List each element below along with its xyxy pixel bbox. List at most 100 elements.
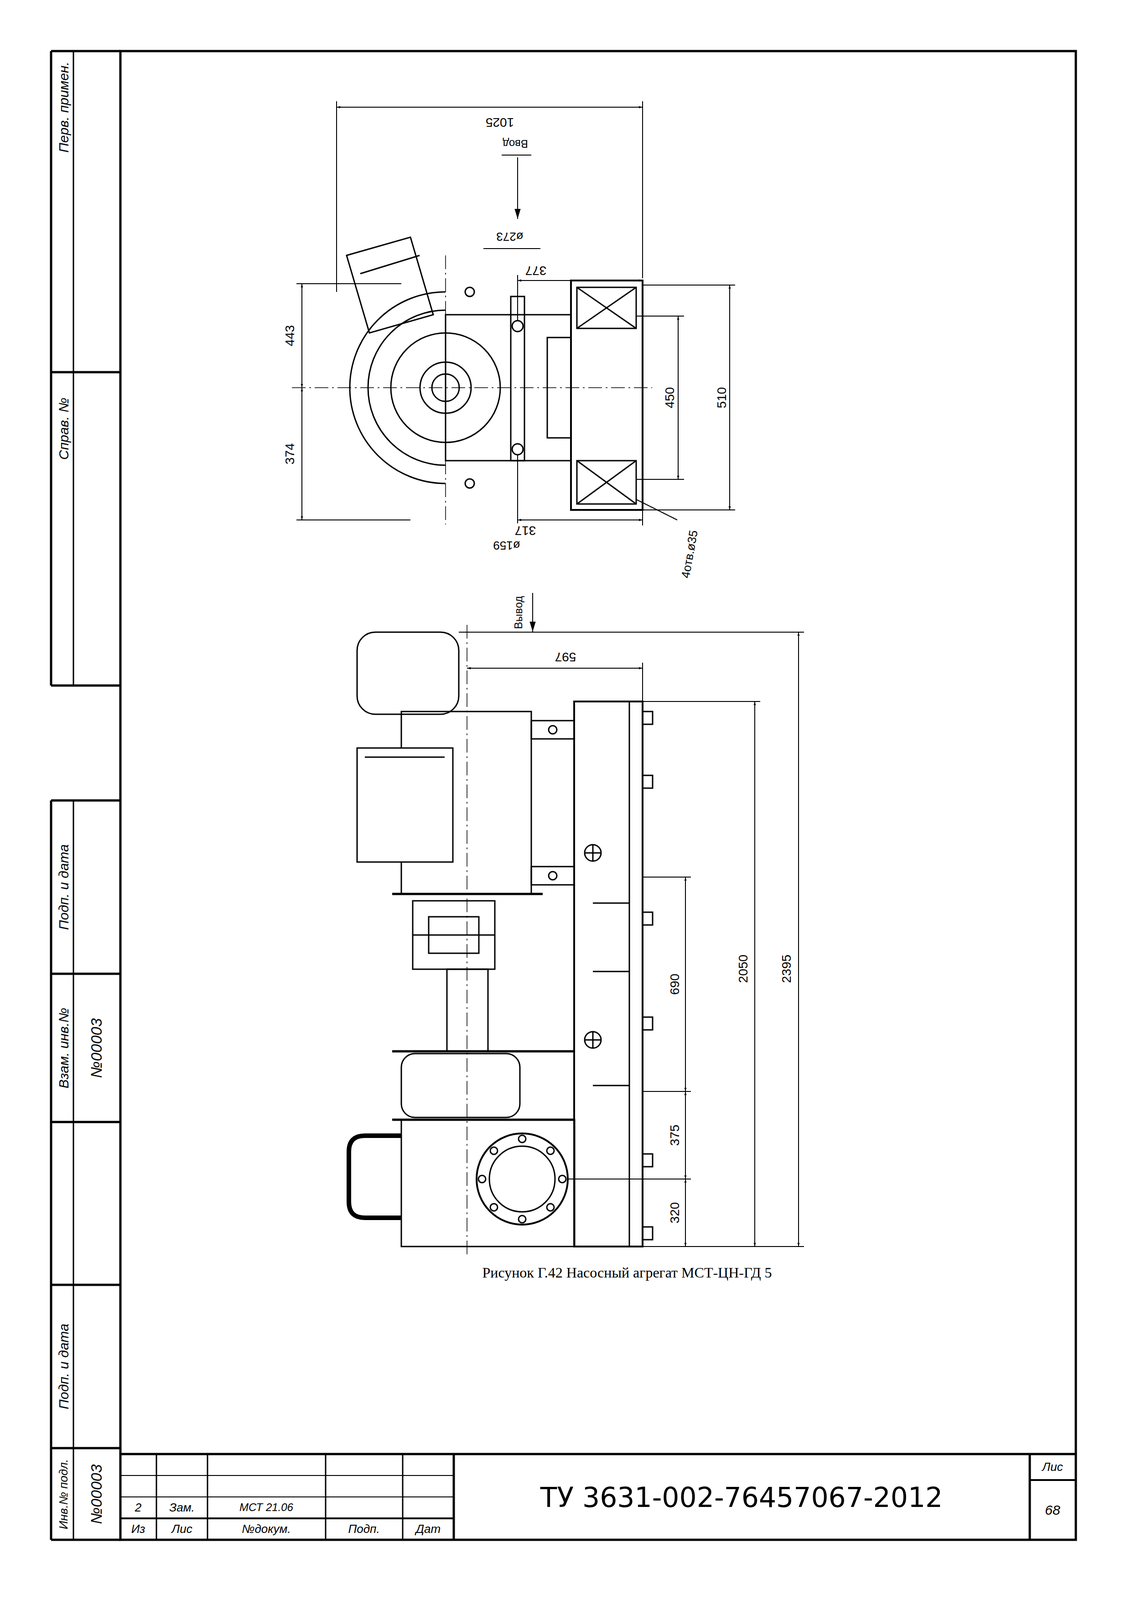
dimension-value: 597 bbox=[554, 649, 578, 665]
title-block bbox=[120, 1453, 1076, 1540]
side-view bbox=[401, 1053, 520, 1118]
sheet-frame bbox=[51, 799, 121, 802]
dimension-value: 4отв.ø35 bbox=[678, 528, 701, 580]
side-view bbox=[592, 970, 630, 973]
side-view bbox=[592, 1084, 630, 1087]
dimension-lines bbox=[642, 700, 761, 702]
stamp-label: №00003 bbox=[88, 1016, 105, 1079]
side-view bbox=[466, 624, 468, 1255]
side-view bbox=[584, 844, 602, 862]
stamp-label: Подп. и дата bbox=[56, 1322, 72, 1411]
dimension-value: ø159 bbox=[492, 539, 521, 553]
dimension-lines bbox=[636, 315, 685, 317]
dimension-value: 374 bbox=[283, 442, 298, 466]
sheet-frame bbox=[51, 1120, 121, 1124]
top-view bbox=[576, 460, 637, 504]
title-block bbox=[120, 1496, 454, 1498]
dimension-lines bbox=[642, 284, 736, 286]
side-view bbox=[446, 969, 488, 1052]
dimension-lines bbox=[642, 101, 644, 279]
side-view bbox=[548, 725, 557, 734]
side-view bbox=[392, 892, 543, 896]
dimension-lines bbox=[483, 248, 541, 250]
dimension-lines bbox=[636, 478, 685, 480]
dimension-lines bbox=[684, 1091, 686, 1179]
sheet-frame bbox=[50, 800, 53, 1540]
top-view bbox=[445, 314, 571, 461]
title-block bbox=[1028, 1453, 1032, 1540]
sheet-frame bbox=[72, 51, 75, 686]
title-block-text: Лис bbox=[1041, 1460, 1064, 1474]
title-block-text: 2 bbox=[134, 1500, 143, 1515]
dimension-value: ø273 bbox=[495, 230, 524, 244]
side-view bbox=[392, 1050, 575, 1053]
side-view bbox=[592, 844, 594, 862]
top-view bbox=[368, 310, 446, 466]
side-view bbox=[476, 1133, 568, 1225]
side-view bbox=[548, 871, 557, 880]
title-block bbox=[1029, 1478, 1076, 1481]
dimension-lines bbox=[729, 285, 731, 510]
side-view bbox=[558, 1175, 566, 1183]
side-view bbox=[642, 775, 653, 789]
stamp-label: Взам. инв.№ bbox=[56, 1006, 72, 1090]
sheet-frame bbox=[51, 50, 121, 53]
dimension-lines bbox=[296, 101, 805, 1247]
top-view bbox=[547, 337, 571, 438]
dimension-value: 443 bbox=[283, 324, 298, 348]
sheet-frame bbox=[51, 51, 1076, 1540]
sheet-frame bbox=[51, 1447, 121, 1450]
stamp-label: Справ. № bbox=[56, 396, 72, 461]
title-block-text: Зам. bbox=[168, 1500, 196, 1515]
side-view bbox=[584, 1031, 602, 1048]
title-block-text: МСТ 21.06 bbox=[238, 1501, 295, 1514]
dimension-value: 450 bbox=[663, 386, 678, 410]
dimension-value: 375 bbox=[668, 1123, 683, 1147]
dimension-lines bbox=[798, 632, 799, 1247]
sheet-frame bbox=[50, 51, 53, 686]
top-view bbox=[576, 287, 637, 329]
dimension-lines bbox=[642, 1245, 805, 1247]
title-block bbox=[120, 1474, 454, 1476]
dimension-lines bbox=[517, 454, 519, 526]
dimension-lines bbox=[517, 280, 643, 281]
dimension-lines bbox=[336, 101, 338, 292]
side-view bbox=[490, 1146, 498, 1155]
side-view bbox=[412, 900, 495, 970]
stamp-label: Перв. примен. bbox=[56, 60, 72, 154]
side-view bbox=[392, 1118, 575, 1121]
dimension-lines bbox=[501, 154, 532, 156]
title-block-text: 68 bbox=[1043, 1502, 1061, 1518]
dimension-lines bbox=[301, 283, 303, 388]
side-view bbox=[531, 866, 575, 885]
top-view bbox=[291, 387, 653, 389]
figure-caption: Рисунок Г.42 Насосный агрегат МСТ-ЦН-ГД … bbox=[480, 1263, 774, 1282]
dimension-lines bbox=[532, 592, 534, 632]
side-view bbox=[478, 1175, 486, 1183]
title-block-text: Дат bbox=[415, 1522, 442, 1536]
sheet-frame bbox=[120, 51, 1076, 1540]
side-view bbox=[348, 624, 653, 1255]
side-view bbox=[357, 632, 459, 715]
stamp-label: Подп. и дата bbox=[56, 843, 72, 931]
top-view bbox=[570, 280, 643, 510]
top-view bbox=[465, 478, 475, 488]
sheet-frame bbox=[51, 1283, 121, 1287]
side-view bbox=[518, 1135, 526, 1143]
side-view bbox=[642, 1153, 653, 1167]
dimension-lines bbox=[642, 509, 644, 526]
title-block-text: Лис bbox=[170, 1522, 193, 1536]
dimension-value: Вывод bbox=[512, 595, 525, 631]
title-block-text: №докум. bbox=[240, 1522, 292, 1536]
sheet-frame bbox=[51, 972, 121, 976]
side-view bbox=[546, 1203, 555, 1211]
dimension-value: 690 bbox=[668, 972, 683, 997]
dimension-lines bbox=[677, 316, 679, 480]
dimension-lines bbox=[458, 631, 805, 633]
dimension-lines bbox=[636, 499, 678, 520]
dimension-lines bbox=[296, 283, 402, 285]
dimension-lines bbox=[684, 876, 686, 1092]
side-view bbox=[642, 1016, 653, 1030]
